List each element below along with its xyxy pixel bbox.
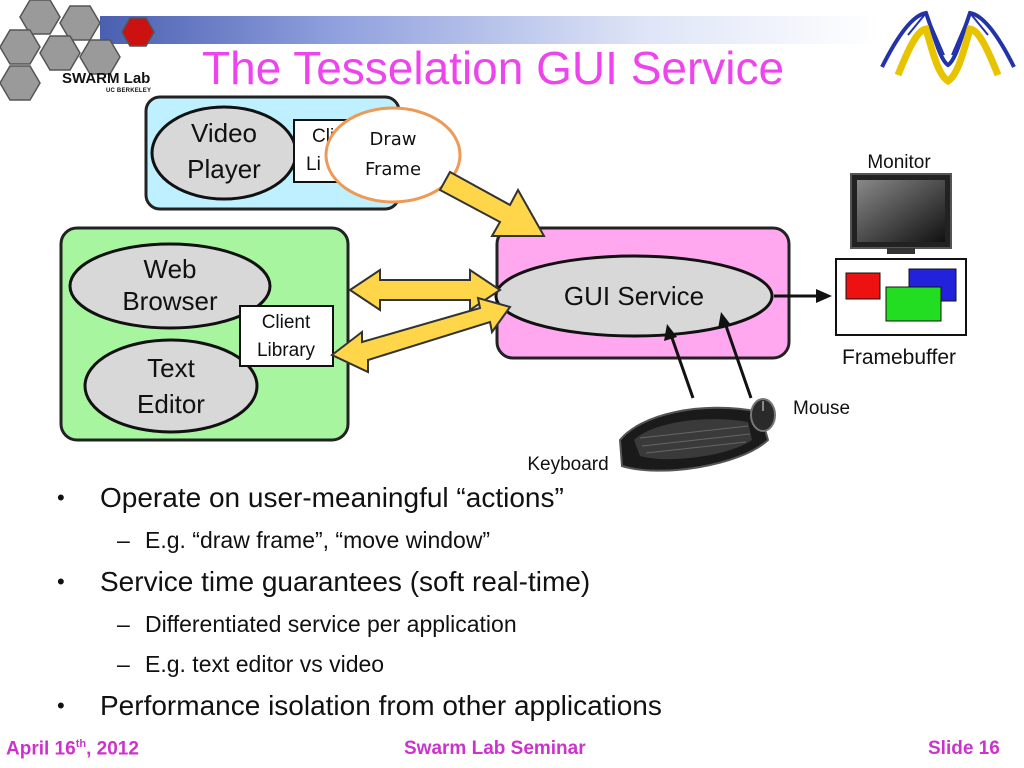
bullet-text: Performance isolation from other applica…	[100, 690, 662, 721]
video-player-label-2: Player	[187, 154, 261, 184]
bullet-dot-icon: •	[57, 485, 65, 510]
bullet-text: Operate on user-meaningful “actions”	[100, 482, 564, 513]
framebuffer-green-window	[885, 286, 942, 322]
header-bar	[100, 16, 880, 44]
architecture-diagram: Video Player Cli Li Draw Frame Web Brows…	[59, 95, 967, 475]
bullet-text: Service time guarantees (soft real-time)	[100, 566, 591, 597]
dash-icon: –	[117, 527, 130, 553]
logo-text: SWARM Lab	[62, 70, 151, 87]
sub-bullet-text: Differentiated service per application	[145, 611, 517, 637]
mouse-arrowhead	[718, 312, 731, 329]
footer-date-text: April 16	[6, 738, 76, 760]
client-library-box	[239, 305, 334, 367]
logo-hex	[39, 35, 81, 71]
logo-hex-red	[121, 17, 155, 47]
draw-frame-bubble	[324, 106, 462, 204]
web-browser-node	[68, 242, 272, 330]
web-browser-label-2: Browser	[122, 286, 218, 316]
sub-bullet-text: E.g. “draw frame”, “move window”	[145, 527, 491, 553]
gui-service-node	[494, 254, 774, 338]
text-editor-label: Text	[147, 353, 195, 383]
output-arrowhead	[816, 289, 832, 303]
keyboard-icon	[618, 406, 770, 472]
sub-bullet-text: E.g. text editor vs video	[145, 651, 385, 677]
footer-date-suffix: , 2012	[86, 738, 139, 760]
logo-hex	[19, 0, 61, 35]
footer-date: April 16th, 2012	[6, 738, 139, 760]
text-editor-node	[83, 338, 259, 434]
keyboard-arrowhead	[664, 324, 677, 341]
logo-hex	[0, 65, 41, 101]
logo-subtext: UC BERKELEY	[106, 88, 152, 94]
footer-slide-number: Slide 16	[928, 738, 1000, 759]
dash-icon: –	[117, 651, 130, 677]
mouse-label: Mouse	[793, 398, 850, 419]
monitor-label: Monitor	[867, 152, 931, 173]
video-client-label-2: Li	[306, 154, 321, 175]
footer-date-sup: th	[75, 738, 87, 750]
client-library-label: Client	[262, 312, 311, 333]
browser-arrow	[348, 268, 502, 312]
gui-service-label: GUI Service	[564, 281, 704, 311]
web-browser-label: Web	[144, 254, 197, 284]
bullet-item: • Operate on user-meaningful “actions”	[55, 478, 1015, 522]
client-library-label-2: Library	[257, 340, 316, 361]
logo-hex	[79, 39, 121, 75]
keyboard-label: Keyboard	[527, 454, 608, 475]
sub-bullet-item: –E.g. “draw frame”, “move window”	[55, 522, 1015, 562]
draw-frame-arrow	[438, 170, 546, 237]
mouse-icon	[750, 398, 776, 432]
text-editor-label-2: Editor	[137, 389, 205, 419]
draw-frame-label: Draw	[369, 129, 416, 150]
swarm-lab-logo	[0, 0, 155, 101]
footer-center: Swarm Lab Seminar	[404, 738, 586, 759]
bullet-list: •Operate on user-meaningful “actions” –E…	[55, 478, 1015, 730]
video-player-label: Video	[191, 118, 257, 148]
dash-icon: –	[117, 611, 130, 637]
monitor-icon	[850, 173, 952, 254]
draw-frame-label-2: Frame	[365, 159, 421, 180]
berkeley-m-logo	[880, 10, 1016, 86]
sub-bullet-item: –Differentiated service per application	[55, 606, 1015, 646]
page-title: The Tesselation GUI Service	[202, 42, 785, 94]
bullet-dot-icon: •	[57, 693, 65, 718]
framebuffer-red-window	[845, 272, 881, 300]
bullet-item: • Performance isolation from other applic…	[55, 686, 1015, 730]
bullet-item: • Service time guarantees (soft real-time…	[55, 562, 1015, 606]
logo-hex	[0, 29, 41, 65]
sub-bullet-item: –E.g. text editor vs video	[55, 646, 1015, 686]
editor-arrow	[330, 296, 512, 374]
bullet-dot-icon: •	[57, 569, 65, 594]
framebuffer-label: Framebuffer	[842, 346, 956, 369]
